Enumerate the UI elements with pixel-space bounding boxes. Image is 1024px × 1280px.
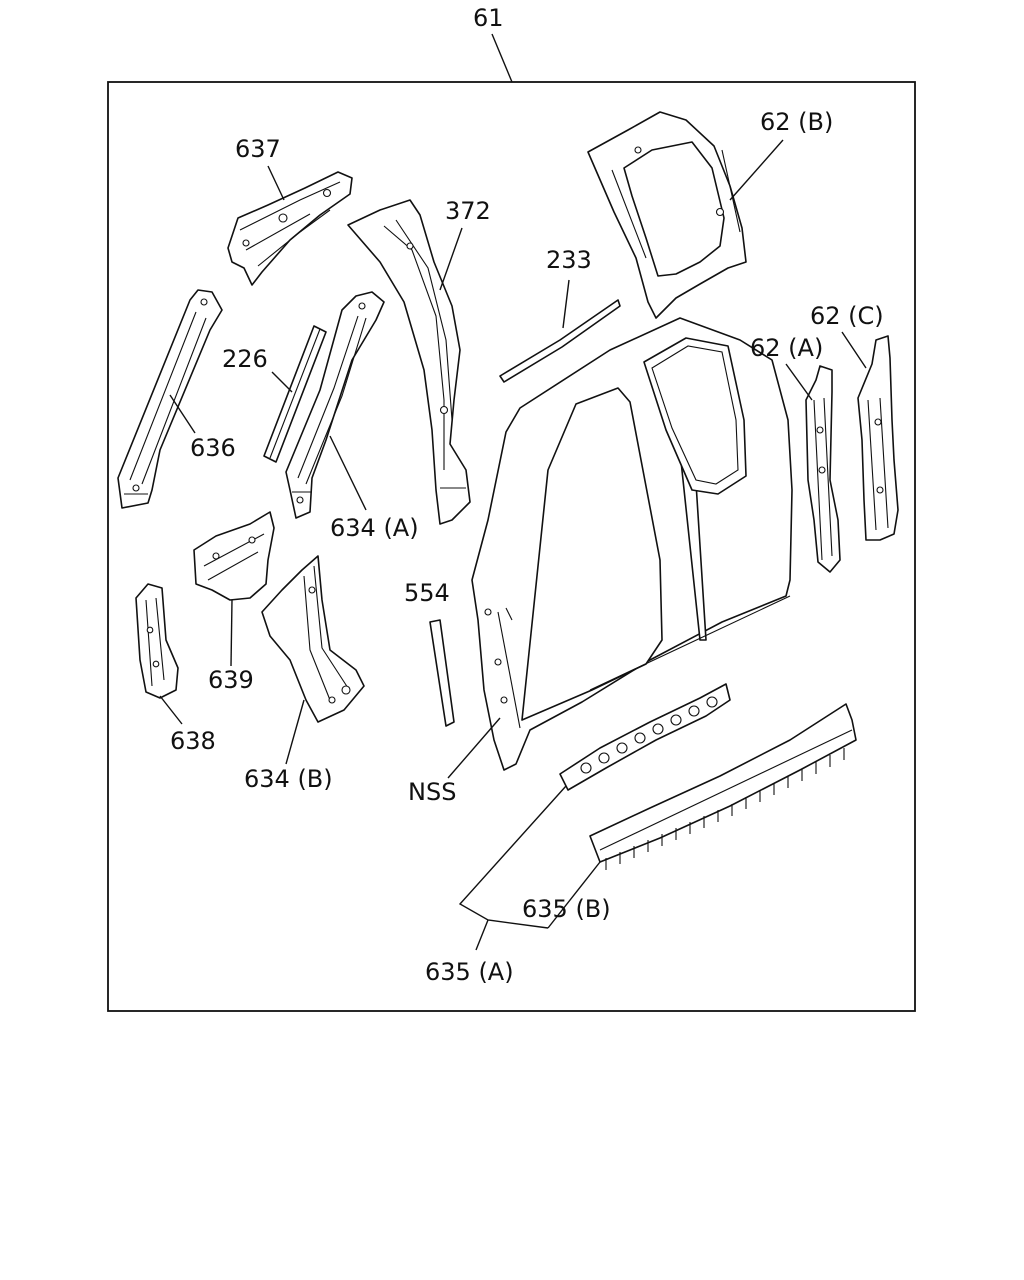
- leader-62c: [841, 331, 867, 369]
- part-side-panel: [471, 317, 793, 771]
- label-nss: NSS: [408, 778, 456, 806]
- label-61: 61: [473, 4, 504, 32]
- label-634b: 634 (B): [244, 765, 333, 793]
- part-233: [499, 299, 621, 383]
- label-634a: 634 (A): [330, 514, 419, 542]
- part-637: [227, 171, 353, 286]
- part-636: [117, 289, 223, 509]
- leader-635-bracket: [458, 785, 567, 929]
- leader-635b: [547, 861, 601, 929]
- part-554: [429, 619, 455, 727]
- label-635a: 635 (A): [425, 958, 514, 986]
- leader-233: [562, 279, 570, 329]
- label-372: 372: [445, 197, 491, 225]
- leader-226: [271, 371, 293, 393]
- label-554: 554: [404, 579, 450, 607]
- leader-62b: [729, 139, 784, 201]
- part-62b: [587, 111, 747, 319]
- leader-634b: [285, 699, 305, 765]
- leader-62a: [785, 363, 813, 401]
- part-62a: [805, 365, 841, 573]
- part-634b: [261, 555, 365, 723]
- label-637: 637: [235, 135, 281, 163]
- part-634a: [285, 291, 385, 519]
- leader-636: [169, 394, 196, 434]
- part-62c: [857, 335, 899, 541]
- label-638: 638: [170, 727, 216, 755]
- leader-637: [267, 165, 285, 201]
- leader-638: [159, 695, 183, 725]
- label-635b: 635 (B): [522, 895, 611, 923]
- leader-635a: [475, 919, 489, 951]
- part-635a: [559, 683, 731, 791]
- part-372: [347, 199, 471, 525]
- leader-372: [439, 227, 463, 291]
- part-638: [135, 583, 179, 699]
- leader-639: [230, 599, 233, 667]
- label-636: 636: [190, 434, 236, 462]
- part-635b: [589, 703, 857, 870]
- label-233: 233: [546, 246, 592, 274]
- label-226: 226: [222, 345, 268, 373]
- label-62b: 62 (B): [760, 108, 833, 136]
- label-62c: 62 (C): [810, 302, 884, 330]
- leader-nss: [447, 717, 501, 779]
- label-62a: 62 (A): [750, 334, 823, 362]
- leader-61: [491, 33, 513, 83]
- part-226: [263, 325, 327, 463]
- leader-634a: [329, 435, 367, 511]
- label-639: 639: [208, 666, 254, 694]
- part-639: [193, 511, 275, 601]
